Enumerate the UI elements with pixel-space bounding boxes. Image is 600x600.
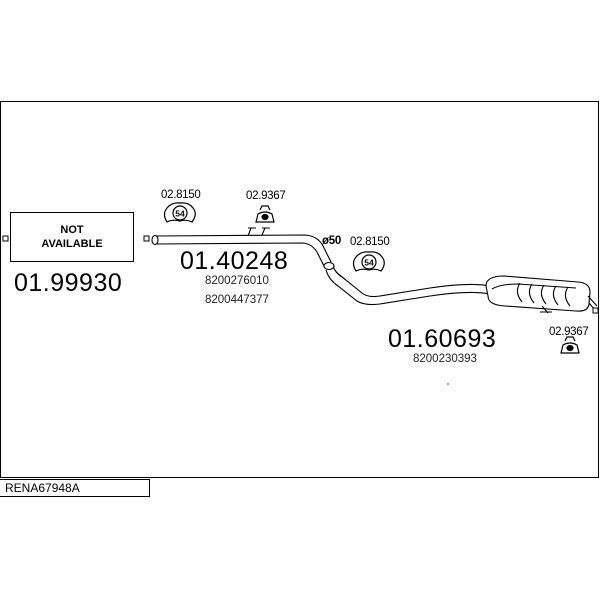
part-number-rear-muffler[interactable]: 01.60693 <box>388 325 497 353</box>
front-pipe <box>151 227 332 269</box>
clamp-1-badge: 54 <box>175 209 185 219</box>
not-available-line1: NOT <box>60 224 84 236</box>
speck <box>447 383 449 385</box>
front-connector-left <box>2 235 9 242</box>
pipe-diameter-label: ø50 <box>322 235 341 247</box>
clamp-2 <box>352 251 385 272</box>
oem-ref-front-pipe-1: 8200276010 <box>205 275 269 287</box>
front-connector-right <box>143 235 150 242</box>
rear-connector <box>592 307 599 314</box>
part-number-front-section[interactable]: 01.99930 <box>14 269 123 297</box>
mounting-rubber-2 <box>560 336 580 354</box>
oem-ref-rear-muffler: 8200230393 <box>413 353 477 365</box>
diagram-frame <box>0 101 599 478</box>
vehicle-code: RENA67948A <box>0 479 150 497</box>
oem-ref-front-pipe-2: 8200447377 <box>205 294 269 306</box>
clamp-1-part-number[interactable]: 02.8150 <box>161 189 201 201</box>
rubber-2-part-number[interactable]: 02.9367 <box>549 326 589 338</box>
clamp-2-badge: 54 <box>364 258 374 268</box>
clamp-2-part-number[interactable]: 02.8150 <box>350 236 390 248</box>
part-number-front-pipe[interactable]: 01.40248 <box>180 247 289 275</box>
mounting-rubber-1 <box>255 205 275 223</box>
rubber-1-part-number[interactable]: 02.9367 <box>246 190 286 202</box>
rear-pipe-muffler <box>323 261 598 314</box>
clamp-1 <box>163 202 196 223</box>
not-available-box: NOT AVAILABLE <box>10 212 134 262</box>
not-available-line2: AVAILABLE <box>41 238 103 250</box>
